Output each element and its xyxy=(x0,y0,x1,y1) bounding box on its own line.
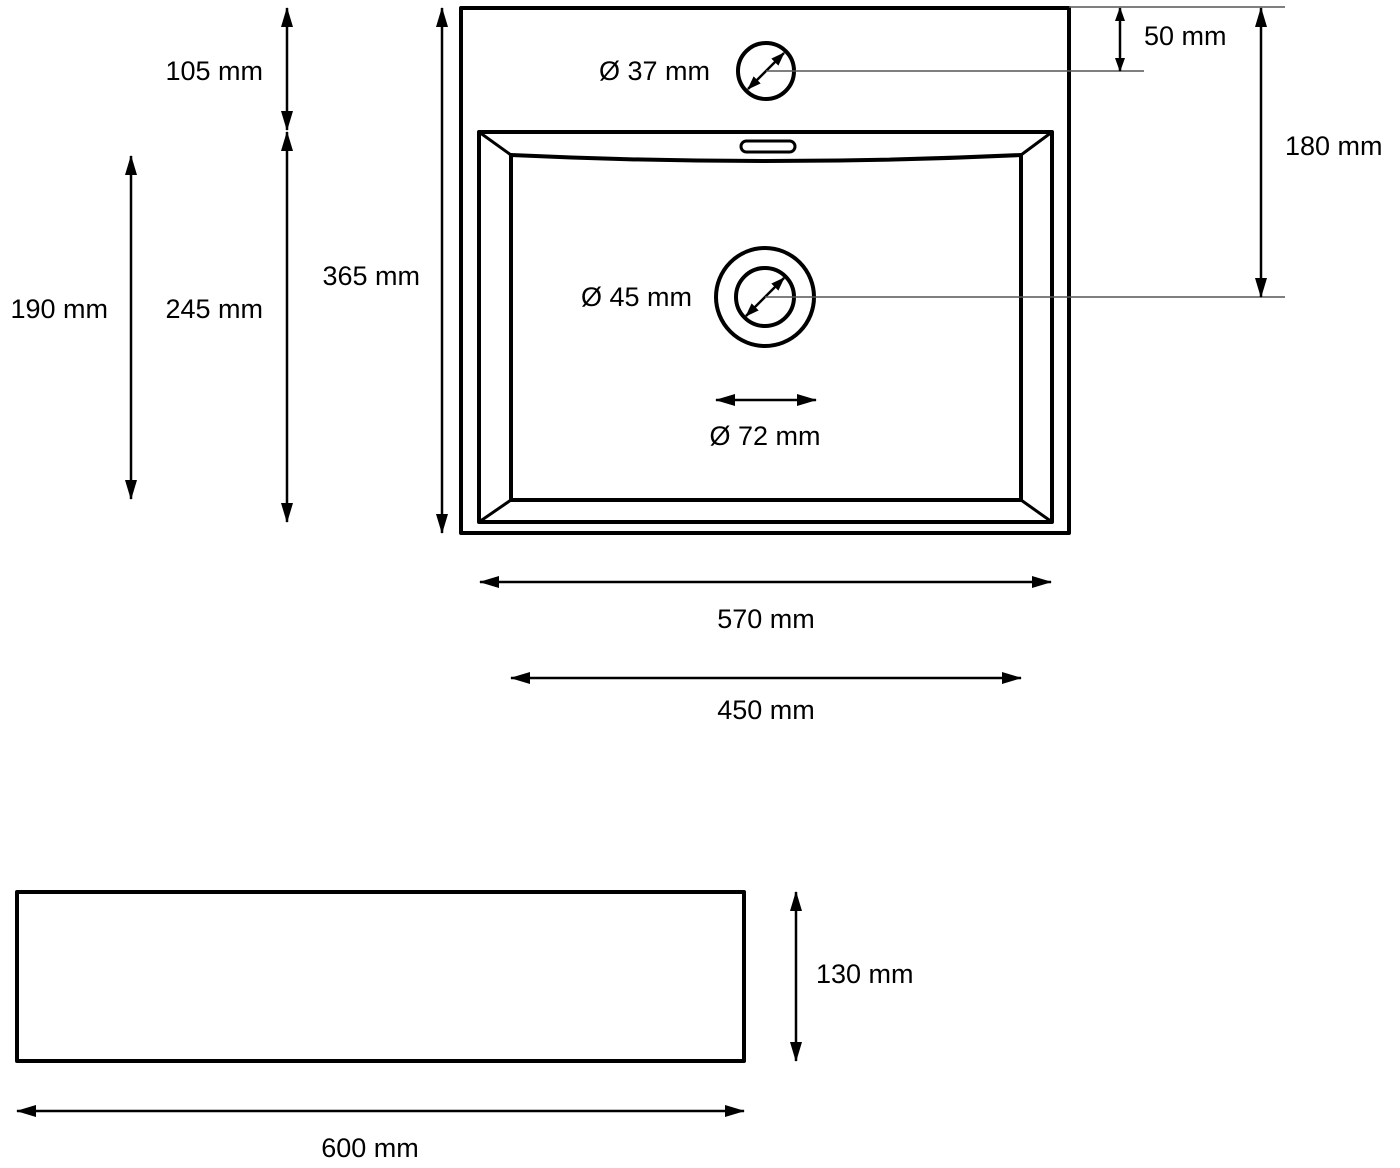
dimension-labels: 105 mm 245 mm 190 mm 365 mm Ø 37 mm Ø 45… xyxy=(10,21,1382,1163)
label-570: 570 mm xyxy=(717,604,815,634)
top-view xyxy=(459,6,1285,535)
side-view xyxy=(15,890,746,1063)
label-50: 50 mm xyxy=(1144,21,1227,51)
label-245: 245 mm xyxy=(165,294,263,324)
label-drain-outer-diameter: Ø 72 mm xyxy=(709,421,820,451)
label-drain-diameter: Ø 45 mm xyxy=(581,282,692,312)
bowl-corner-line-bl xyxy=(477,498,513,524)
sink-outer-outline xyxy=(459,6,1071,535)
overflow-slot xyxy=(739,139,797,154)
label-180: 180 mm xyxy=(1285,131,1383,161)
label-130: 130 mm xyxy=(816,959,914,989)
bowl-corner-line-tl xyxy=(477,130,513,157)
bowl-inner-outline xyxy=(509,153,1023,502)
label-600: 600 mm xyxy=(321,1133,419,1163)
bowl-corner-line-tr xyxy=(1019,130,1054,157)
label-365: 365 mm xyxy=(322,261,420,291)
dimension-arrows xyxy=(16,6,1267,1117)
label-tap-hole-diameter: Ø 37 mm xyxy=(599,56,710,86)
sink-side-outline xyxy=(15,890,746,1063)
label-105: 105 mm xyxy=(165,56,263,86)
label-450: 450 mm xyxy=(717,695,815,725)
bowl-rim-outline xyxy=(477,130,1054,524)
bowl-corner-line-br xyxy=(1019,498,1054,524)
label-190: 190 mm xyxy=(10,294,108,324)
